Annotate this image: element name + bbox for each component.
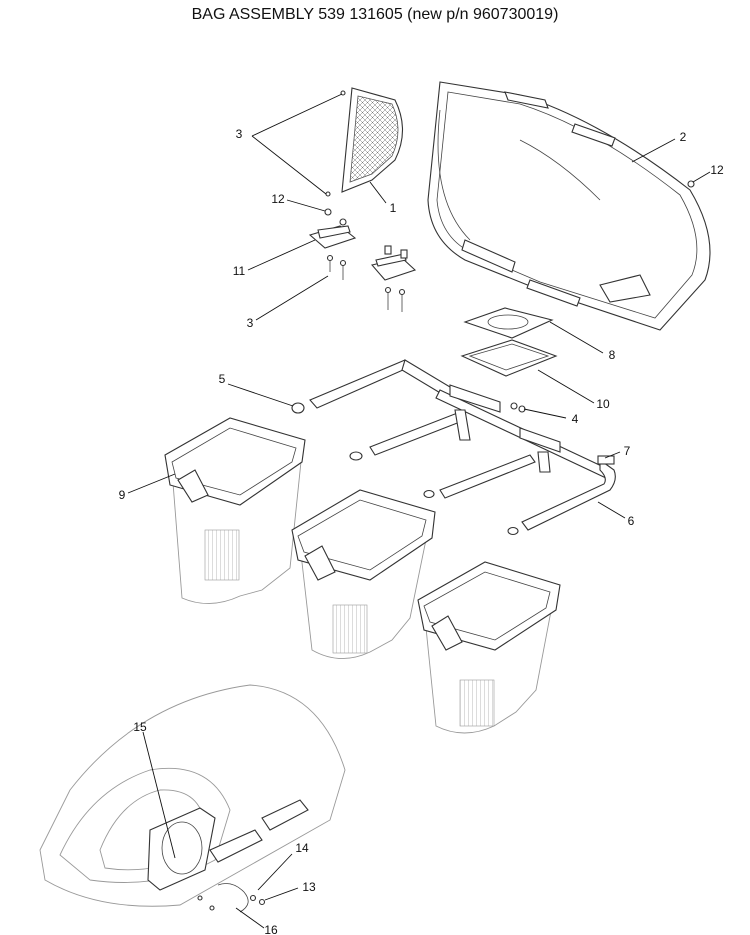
mounting-plate [460,339,558,377]
diagram-title: BAG ASSEMBLY 539 131605 (new p/n 9607300… [191,6,559,23]
callout-5: 5 [219,372,226,386]
callout-16: 16 [264,923,278,935]
bracket-part [308,225,417,312]
callout-10: 10 [596,397,610,411]
bag-middle [291,489,436,659]
callout-7: 7 [624,444,631,458]
clip-part [510,402,526,413]
callout-14: 14 [295,841,309,855]
screen-part [325,87,403,197]
leader-lines [127,93,711,929]
callout-9: 9 [119,488,126,502]
callout-1: 1 [390,201,397,215]
callout-8: 8 [609,348,616,362]
callout-15: 15 [133,720,147,734]
callout-2: 2 [680,130,687,144]
bag-top-frame [427,81,711,331]
bag-left [164,417,306,604]
callout-13: 13 [302,880,316,894]
callout-12-left: 12 [271,192,285,206]
fastener-top [339,218,347,226]
tube-plug [291,402,305,414]
callout-3-bottom: 3 [247,316,254,330]
callout-6: 6 [628,514,635,528]
callout-labels: 1 2 3 3 4 5 6 7 8 9 10 11 12 12 13 14 15… [119,127,724,935]
callout-11: 11 [233,264,246,278]
fastener-12-right [687,180,695,188]
callout-12-right: 12 [710,163,724,177]
callout-3-top: 3 [236,127,243,141]
bag-right [417,561,561,734]
fastener-12-left [324,208,332,216]
callout-4: 4 [572,412,579,426]
bottom-bag-assembly [39,684,346,913]
frame-tube-assembly [309,359,616,536]
gasket-part [463,307,554,339]
